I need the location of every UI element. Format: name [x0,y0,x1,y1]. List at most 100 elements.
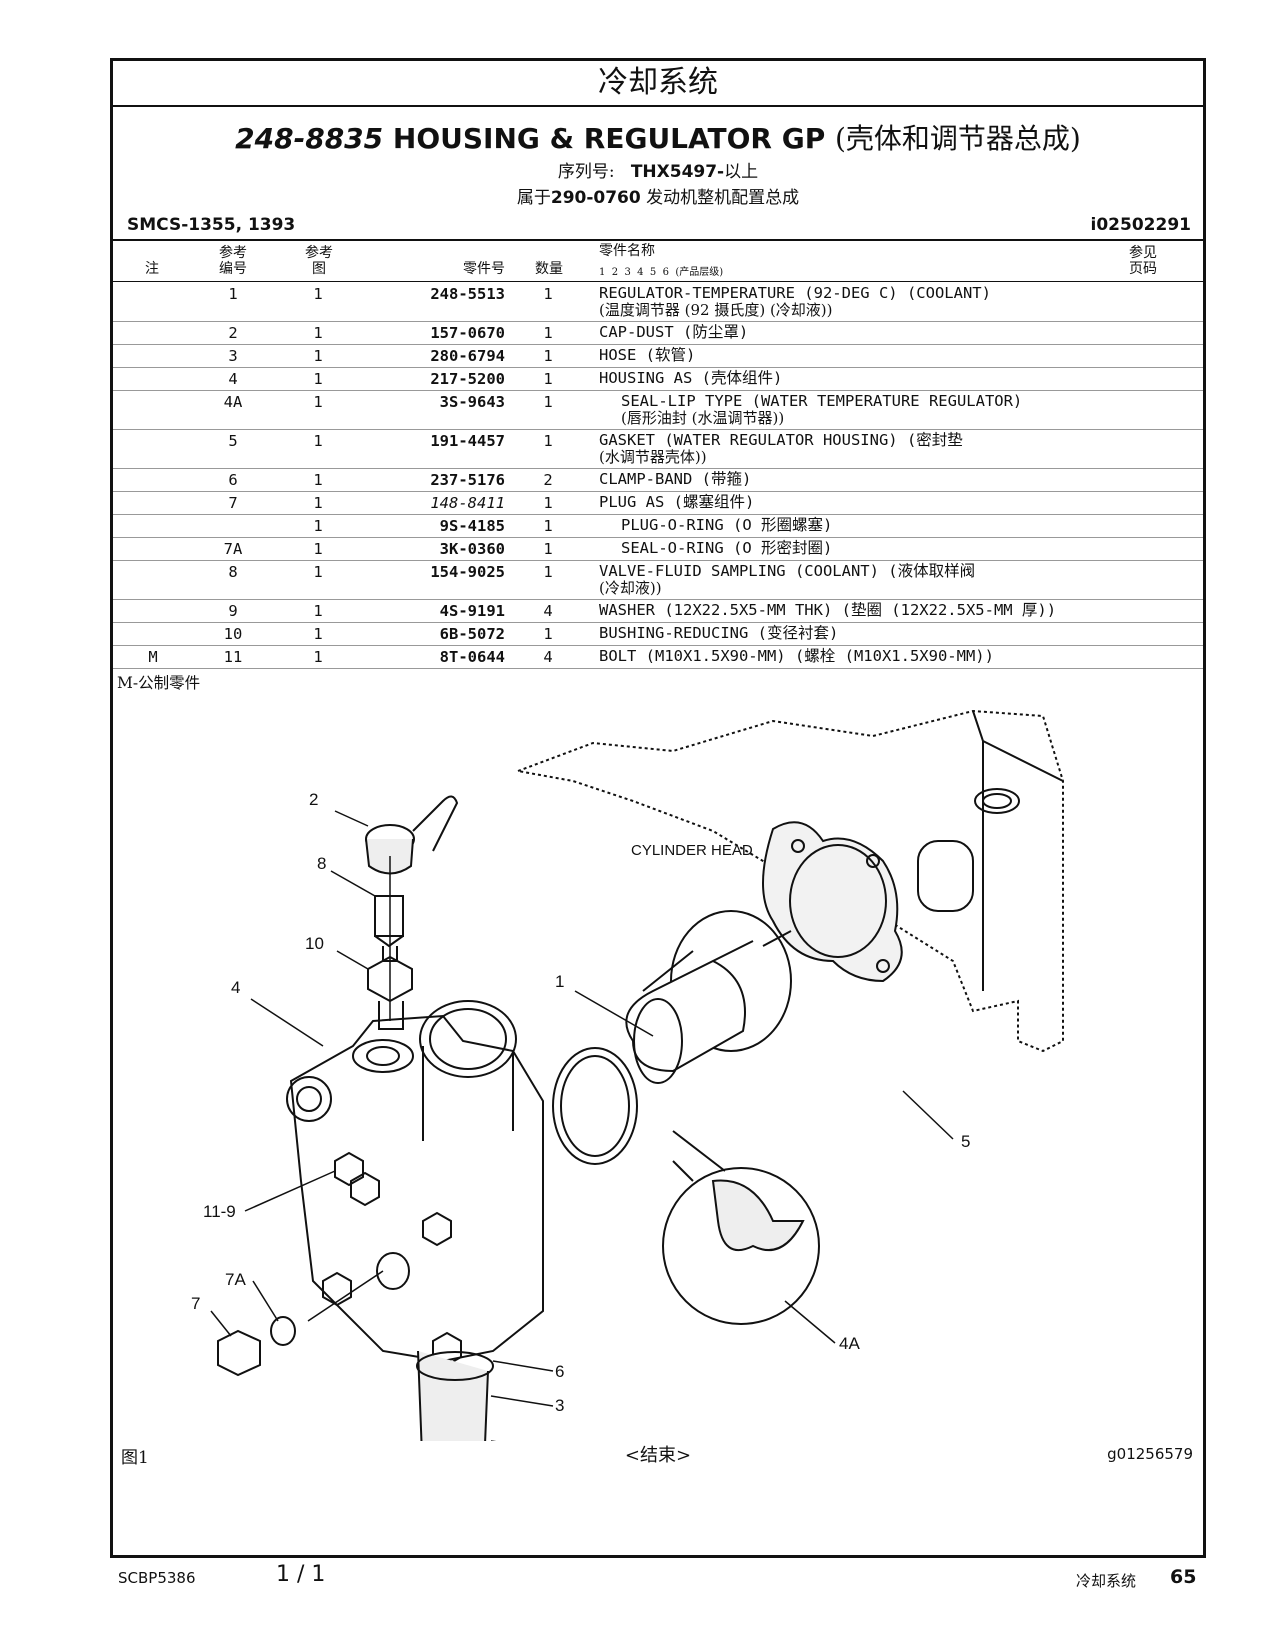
row-part-name: GASKET (WATER REGULATOR HOUSING) (密封垫(水调… [599,432,1159,466]
row-part-number: 148-8411 [430,494,505,512]
col-see-bottom: 页码 [1129,261,1157,277]
row-quantity: 1 [543,432,553,450]
col-note: 注 [145,261,159,277]
row-part-number: 6B-5072 [439,625,505,643]
row-part-number: 3K-0360 [439,540,505,558]
row-part-name: WASHER (12X22.5X5-MM THK) (垫圈 (12X22.5X5… [599,602,1159,619]
callout-11-9: 11-9 [203,1202,236,1221]
gasket-drawing [762,821,903,983]
row-ref-number: 4A [223,393,243,411]
row-part-name-line1: REGULATOR-TEMPERATURE (92-DEG C) (COOLAN… [599,284,991,302]
row-part-number: 217-5200 [430,370,505,388]
row-part-name-line1: PLUG-O-RING (O 形圈螺塞) [621,516,833,534]
col-levels: 1 2 3 4 5 6 (产品层级) [599,267,724,278]
row-figure: 1 [313,540,323,558]
belongs-suffix: 发动机整机配置总成 [646,188,800,208]
row-figure: 1 [313,432,323,450]
group-name-cn: (壳体和调节器总成) [835,122,1081,155]
row-part-name-line1: BUSHING-REDUCING (变径衬套) [599,624,839,642]
belongs-to: 属于290-0760 发动机整机配置总成 [113,183,1203,208]
callout-7: 7 [191,1294,200,1313]
row-ref-number: 4 [228,370,238,388]
row-quantity: 1 [543,324,553,342]
row-part-number: 237-5176 [430,471,505,489]
row-part-name-line1: SEAL-O-RING (O 形密封圈) [621,539,833,557]
figure-label: 图1 [121,1448,149,1468]
row-part-name-line1: GASKET (WATER REGULATOR HOUSING) (密封垫 [599,431,963,449]
row-ref-number: 7 [228,494,238,512]
row-figure: 1 [313,517,323,535]
row-part-name: REGULATOR-TEMPERATURE (92-DEG C) (COOLAN… [599,285,1159,319]
row-ref-number: 2 [228,324,238,342]
row-ref-number: 10 [223,625,243,643]
callout-6-top: 6 [555,1362,564,1381]
callout-3: 3 [555,1396,564,1415]
row-part-name-line1: HOSE (软管) [599,346,696,364]
footer-doc-number: SCBP5386 [118,1569,196,1587]
footer-section: 冷却系统 [1076,1572,1137,1590]
row-part-name-line2: (温度调节器 (92 摄氏度) (冷却液)) [599,301,833,319]
metric-note: M-公制零件 [117,674,201,692]
serial-label: 序列号: [557,162,615,182]
col-name: 零件名称 [599,243,655,259]
group-part-number: 248-8835 [235,122,384,155]
sampling-valve-drawing [374,895,404,962]
row-part-number: 191-4457 [430,432,505,450]
row-part-name-line2: (冷却液)) [599,579,662,597]
row-part-number: 280-6794 [430,347,505,365]
row-part-number: 3S-9643 [439,393,505,411]
row-figure: 1 [313,563,323,581]
footer-page-number: 65 [1170,1566,1197,1588]
row-ref-number: 9 [228,602,238,620]
callout-5: 5 [961,1132,970,1151]
row-part-name: PLUG-O-RING (O 形圈螺塞) [621,517,1181,534]
row-part-number: 154-9025 [430,563,505,581]
row-figure: 1 [313,347,323,365]
row-part-name: SEAL-LIP TYPE (WATER TEMPERATURE REGULAT… [621,393,1181,427]
end-marker: <结束> [624,1445,692,1466]
row-part-number: 8T-0644 [439,648,505,666]
belongs-part: 290-0760 [550,188,641,208]
col-part: 零件号 [463,261,505,277]
row-quantity: 1 [543,563,553,581]
seal-ring-drawing [552,1047,638,1165]
part-title: 248-8835 HOUSING & REGULATOR GP (壳体和调节器总… [113,117,1203,157]
seal-detail-drawing [662,1130,820,1325]
plug-drawing [217,1316,296,1377]
serial-suffix: 以上 [724,162,759,182]
row-part-name-line1: BOLT (M10X1.5X90-MM) (螺栓 (M10X1.5X90-MM)… [599,647,994,665]
row-part-name-line1: VALVE-FLUID SAMPLING (COOLANT) (液体取样阀 [599,562,976,580]
exploded-diagram: 2 8 10 4 1 5 11-9 7A 7 6 3 6 4A CYLINDER… [191,709,1064,1441]
row-quantity: 1 [543,517,553,535]
serial-range: 序列号: THX5497-以上 [113,157,1203,182]
cap-dust-drawing [365,795,459,875]
row-part-number: 4S-9191 [439,602,505,620]
cylinder-head-label: CYLINDER HEAD [631,842,753,859]
row-figure: 1 [313,602,323,620]
row-part-name-line1: WASHER (12X22.5X5-MM THK) (垫圈 (12X22.5X5… [599,601,1057,619]
row-part-name: BOLT (M10X1.5X90-MM) (螺栓 (M10X1.5X90-MM)… [599,648,1159,665]
row-quantity: 1 [543,347,553,365]
row-ref-number: 6 [228,471,238,489]
serial-value: THX5497- [630,162,725,182]
parts-table-header: 注 参考 编号 参考 图 零件号 数量 零件名称 1 2 3 4 5 6 (产品… [113,243,1203,281]
row-quantity: 4 [543,648,553,666]
row-quantity: 1 [543,285,553,303]
page-frame: 冷却系统 248-8835 HOUSING & REGULATOR GP (壳体… [110,58,1206,1558]
col-fig-bottom: 图 [312,261,326,277]
row-part-name-line2: (水调节器壳体)) [599,448,707,466]
row-part-name: PLUG AS (螺塞组件) [599,494,1159,511]
col-ref-top: 参考 [219,245,247,261]
callout-1: 1 [555,972,564,991]
graphic-number: g01256579 [1107,1445,1193,1463]
row-part-name-line1: PLUG AS (螺塞组件) [599,493,755,511]
